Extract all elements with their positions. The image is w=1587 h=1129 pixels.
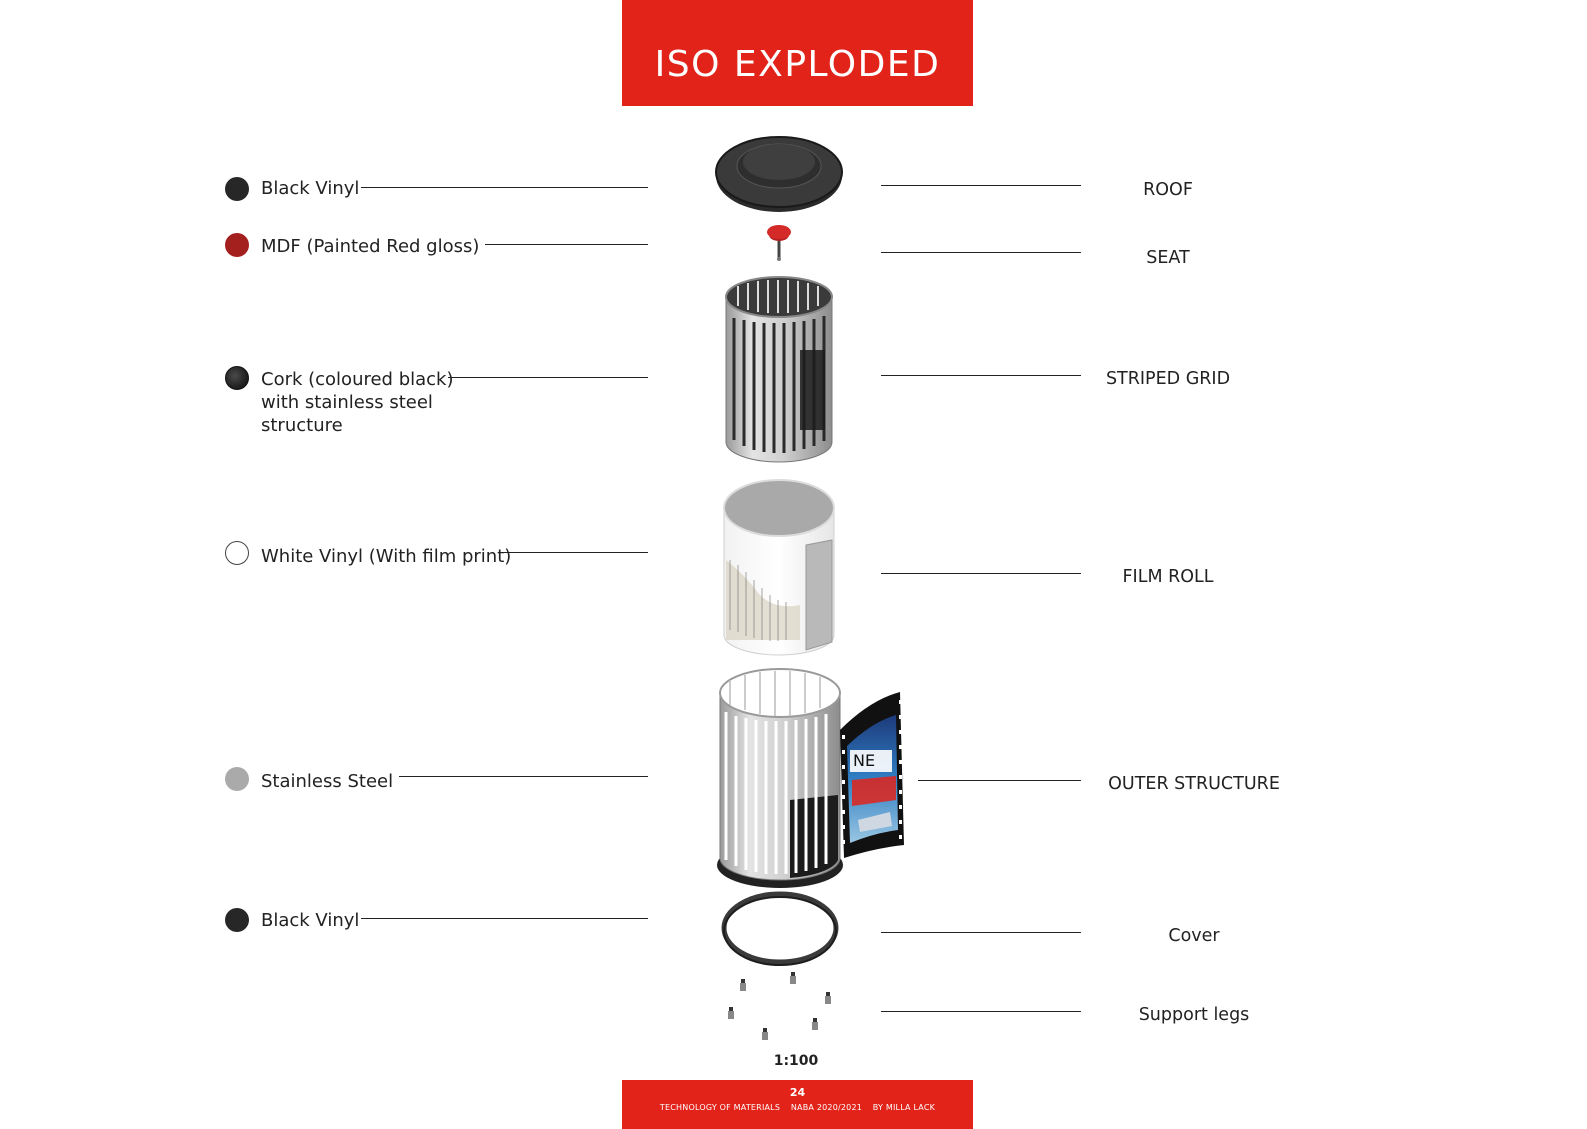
scale-label: 1:100 (773, 1053, 819, 1069)
grey-dot-icon (225, 767, 249, 791)
cork-dot-icon (225, 366, 249, 390)
leader-line (918, 780, 1081, 781)
support-leg (740, 979, 746, 991)
leader-line (881, 932, 1081, 933)
support-leg (812, 1018, 818, 1030)
page-number: 24 (789, 1086, 806, 1099)
leader-line (881, 1011, 1081, 1012)
part-label-support-legs: Support legs (1138, 1005, 1250, 1025)
part-label-film-roll: FILM ROLL (1122, 567, 1214, 587)
footer-banner: 24 TECHNOLOGY OF MATERIALS NABA 2020/202… (622, 1080, 973, 1129)
support-leg (790, 972, 796, 984)
part-label-striped-grid: STRIPED GRID (1105, 369, 1231, 389)
outer-structure: NE (717, 668, 904, 888)
leader-line (448, 377, 648, 378)
material-label-structure: Stainless Steel (261, 771, 394, 792)
black-dot-icon (225, 177, 249, 201)
striped-grid-cylinder (725, 276, 833, 463)
film-roll-cylinder (723, 479, 835, 656)
leader-line (361, 187, 648, 188)
leader-line (361, 918, 648, 919)
title-banner: ISO EXPLODED (622, 0, 973, 106)
cover-ring (721, 891, 839, 966)
support-leg (728, 1007, 734, 1019)
material-label-seat: MDF (Painted Red gloss) (261, 236, 480, 257)
leader-line (485, 244, 648, 245)
seat-stool (767, 225, 791, 261)
part-label-roof: ROOF (1143, 180, 1193, 200)
material-label-film: White Vinyl (With film print) (261, 546, 512, 567)
film-print-text: NE (853, 751, 875, 770)
leader-line (881, 573, 1081, 574)
material-label-cover: Black Vinyl (261, 910, 360, 931)
red-dot-icon (225, 233, 249, 257)
footer-author: BY MILLA LACK (872, 1103, 936, 1112)
roof-disc (715, 136, 843, 212)
part-label-outer-structure: OUTER STRUCTURE (1108, 774, 1280, 794)
support-leg (762, 1028, 768, 1040)
footer-course: TECHNOLOGY OF MATERIALS (659, 1103, 781, 1112)
leader-line (503, 552, 648, 553)
part-label-cover: Cover (1168, 926, 1220, 946)
leader-line (881, 185, 1081, 186)
footer-school: NABA 2020/2021 (790, 1103, 863, 1112)
support-leg (825, 992, 831, 1004)
part-label-seat: SEAT (1146, 248, 1190, 268)
page-title: ISO EXPLODED (654, 43, 941, 85)
material-label-grid: Cork (coloured black) with stainless ste… (261, 369, 454, 436)
white-dot-icon (225, 541, 249, 565)
leader-line (881, 252, 1081, 253)
leader-line (399, 776, 648, 777)
leader-line (881, 375, 1081, 376)
support-legs (728, 972, 831, 1040)
material-label-roof: Black Vinyl (261, 178, 360, 199)
footer-credits: TECHNOLOGY OF MATERIALS NABA 2020/2021 B… (622, 1103, 973, 1112)
black-dot-icon (225, 908, 249, 932)
